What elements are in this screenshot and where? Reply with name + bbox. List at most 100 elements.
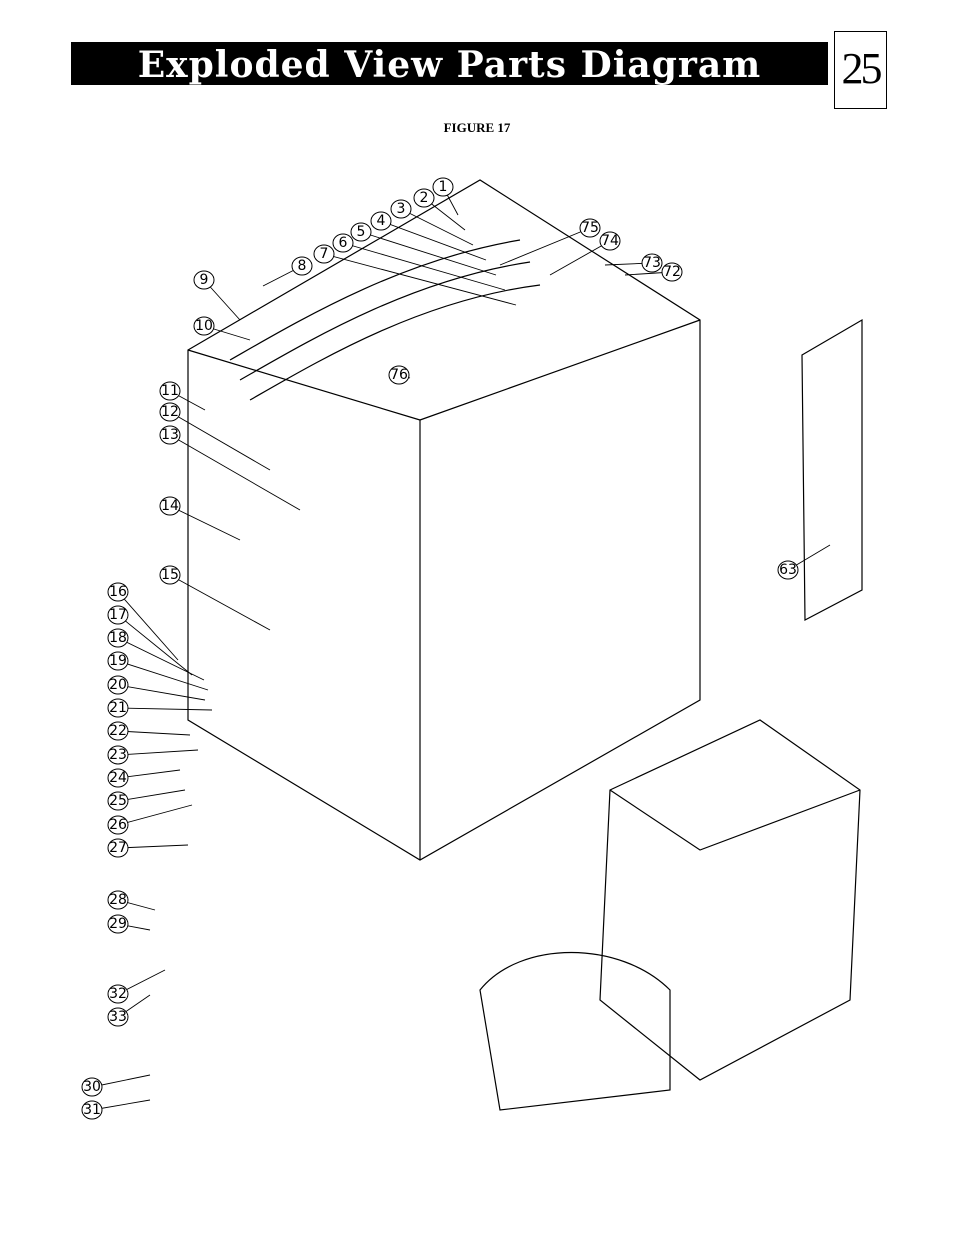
- callout-label: 23: [109, 747, 127, 763]
- callout-balloon: [350, 222, 372, 242]
- callout-balloon: [107, 675, 129, 695]
- callout-label: 12: [161, 404, 179, 420]
- callout-label: 15: [161, 567, 179, 583]
- leader-line: [117, 749, 199, 756]
- callout-label: 74: [601, 233, 619, 249]
- callout-balloon: [193, 316, 215, 336]
- callout-balloon: [193, 270, 215, 290]
- leader-line: [169, 411, 271, 471]
- callout-label: 3: [397, 201, 406, 217]
- leader-line: [117, 614, 193, 676]
- callout-label: 26: [109, 817, 127, 833]
- callout-balloon: [370, 211, 392, 231]
- callout-label: 16: [109, 584, 127, 600]
- side-panel: [801, 318, 863, 621]
- callout-balloon: [107, 768, 129, 788]
- callout-label: 32: [109, 986, 127, 1002]
- callout-balloon: [332, 233, 354, 253]
- callout-label: 31: [83, 1102, 101, 1118]
- callout-balloon: [107, 721, 129, 741]
- callout-balloon: [413, 188, 435, 208]
- hopper: [599, 719, 861, 1081]
- callout-balloon: [107, 698, 129, 718]
- callout-label: 63: [779, 562, 797, 578]
- callout-label: 27: [109, 840, 127, 856]
- callout-balloon: [599, 231, 621, 251]
- callout-label: 9: [200, 272, 209, 288]
- leader-line: [549, 240, 611, 276]
- callout-balloon: [107, 815, 129, 835]
- leader-lines: [91, 186, 831, 1111]
- callout-balloon: [159, 381, 181, 401]
- callout-balloon: [291, 256, 313, 276]
- callout-label: 25: [109, 793, 127, 809]
- leader-line: [400, 208, 474, 246]
- leader-line: [117, 730, 191, 736]
- callout-balloon: [159, 565, 181, 585]
- callout-label: 75: [581, 220, 599, 236]
- callout-label: 1: [439, 179, 448, 195]
- callout-label: 4: [377, 213, 386, 229]
- page-number: 25: [834, 31, 887, 109]
- blower-outline: [479, 951, 671, 1111]
- leader-line: [117, 660, 209, 691]
- callout-label: 6: [339, 235, 348, 251]
- callout-label: 76: [390, 367, 408, 383]
- leader-line: [169, 574, 271, 631]
- callout-balloon: [107, 984, 129, 1004]
- callout-balloon: [107, 838, 129, 858]
- callout-label: 72: [663, 264, 681, 280]
- callout-balloon: [313, 244, 335, 264]
- callout-label: 19: [109, 653, 127, 669]
- callout-balloon: [432, 177, 454, 197]
- callout-balloon: [107, 890, 129, 910]
- leader-line: [342, 242, 506, 291]
- leader-line: [169, 434, 301, 511]
- callout-balloon: [107, 605, 129, 625]
- callout-label: 22: [109, 723, 127, 739]
- callout-label: 73: [643, 255, 661, 271]
- callout-label: 10: [195, 318, 213, 334]
- leader-line: [117, 637, 205, 681]
- callout-label: 30: [83, 1079, 101, 1095]
- page-title: Exploded View Parts Diagram: [137, 44, 762, 86]
- callout-label: 20: [109, 677, 127, 693]
- callout-label: 13: [161, 427, 179, 443]
- callout-balloon: [81, 1100, 103, 1120]
- callout-balloon: [159, 402, 181, 422]
- callout-balloon: [107, 628, 129, 648]
- callout-label: 29: [109, 916, 127, 932]
- callout-balloon: [107, 582, 129, 602]
- callout-balloon: [777, 560, 799, 580]
- callout-label: 21: [109, 700, 127, 716]
- leader-line: [117, 707, 213, 711]
- callout-label: 18: [109, 630, 127, 646]
- callout-label: 17: [109, 607, 127, 623]
- leader-line: [499, 227, 591, 266]
- callout-balloon: [81, 1077, 103, 1097]
- callout-label: 14: [161, 498, 179, 514]
- callout-label: 5: [357, 224, 366, 240]
- leader-line: [360, 231, 497, 276]
- callout-balloon: [390, 199, 412, 219]
- cabinet-outline: [187, 179, 701, 861]
- callout-balloon: [107, 651, 129, 671]
- callout-label: 8: [298, 258, 307, 274]
- callout-label: 33: [109, 1009, 127, 1025]
- callout-balloon: [159, 425, 181, 445]
- callout-label: 24: [109, 770, 127, 786]
- callout-label: 7: [320, 246, 329, 262]
- callout-balloon: [579, 218, 601, 238]
- callouts: 1234567891011121314151617181920212223242…: [81, 177, 799, 1120]
- leader-line: [117, 591, 179, 661]
- leader-line: [117, 684, 206, 701]
- figure-caption: FIGURE 17: [443, 120, 511, 135]
- callout-balloon: [388, 365, 410, 385]
- callout-balloon: [641, 253, 663, 273]
- callout-balloon: [107, 791, 129, 811]
- callout-label: 28: [109, 892, 127, 908]
- leader-line: [323, 253, 517, 306]
- insulation-bands: [229, 239, 541, 401]
- header-band: Exploded View Parts Diagram: [71, 42, 828, 86]
